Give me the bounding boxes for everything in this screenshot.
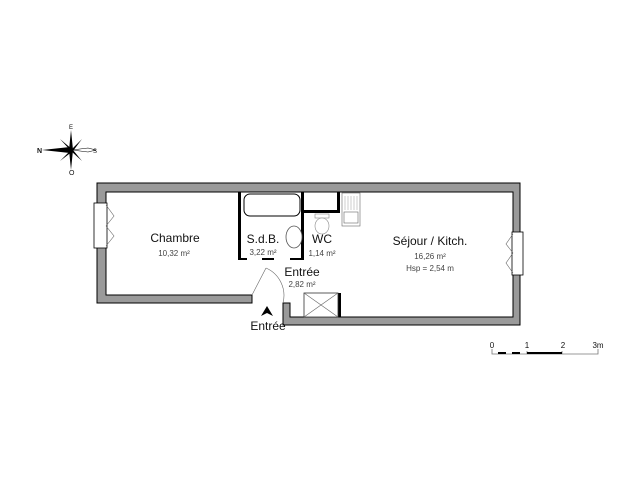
room-name-sejour: Séjour / Kitch. <box>393 234 468 248</box>
outer-walls <box>96 182 521 326</box>
entrance-label: Entrée <box>250 319 286 333</box>
scale-tick-1: 1 <box>525 341 530 350</box>
window-right <box>505 231 524 276</box>
closet-icon <box>303 292 339 318</box>
compass-west: O <box>69 170 75 177</box>
room-name-sdb: S.d.B. <box>247 232 280 246</box>
room-height-sejour: Hsp = 2,54 m <box>406 264 454 273</box>
toilet-icon <box>314 213 330 235</box>
room-area-sdb: 3,22 m² <box>249 248 276 257</box>
room-name-chambre: Chambre <box>150 231 200 245</box>
compass-east: E <box>69 125 73 131</box>
interior-walls <box>238 192 341 317</box>
kitchen-sink-icon <box>341 192 361 227</box>
room-name-entree: Entrée <box>284 265 320 279</box>
room-area-wc: 1,14 m² <box>308 249 335 258</box>
entrance-arrow-icon <box>261 306 273 316</box>
room-name-wc: WC <box>312 232 332 246</box>
scale-tick-0: 0 <box>490 341 495 350</box>
window-left <box>93 202 115 249</box>
compass-rose-icon: N E S O <box>37 125 97 177</box>
bathtub-icon <box>243 193 301 217</box>
scale-bar: 0 1 2 3m <box>490 341 604 355</box>
scale-tick-3: 3m <box>592 341 603 350</box>
sink-icon <box>285 225 303 249</box>
entrance-door-icon <box>251 267 285 304</box>
room-area-chambre: 10,32 m² <box>158 249 190 258</box>
room-area-sejour: 16,26 m² <box>414 252 446 261</box>
compass-north: N <box>37 148 42 155</box>
compass-south: S <box>93 149 97 155</box>
scale-tick-2: 2 <box>561 341 566 350</box>
room-area-entree: 2,82 m² <box>288 280 315 289</box>
